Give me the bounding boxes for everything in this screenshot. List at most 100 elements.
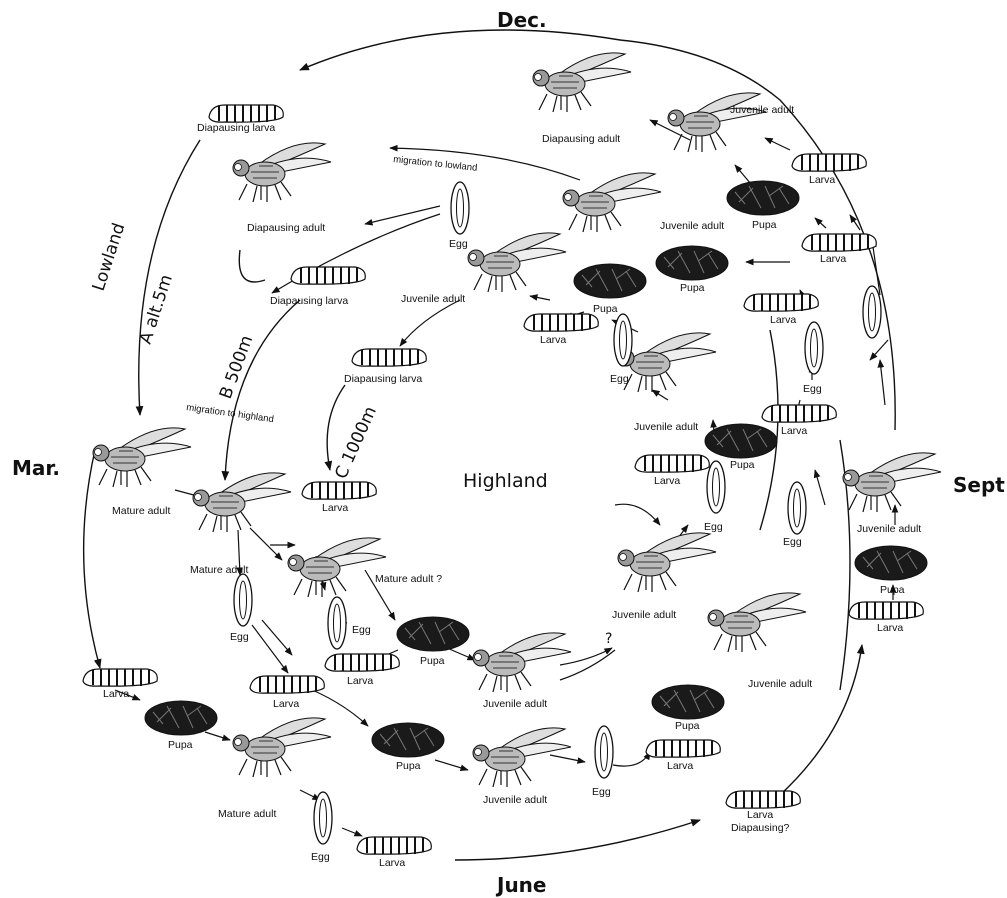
label-larva-sept: Larva: [877, 622, 903, 634]
pupa-inner-2: [705, 424, 777, 458]
egg-right-3: [788, 482, 806, 534]
note-migration-lowland: migration to lowland: [393, 154, 478, 174]
larva-right-2: [802, 234, 876, 251]
arrow: [615, 504, 660, 525]
fly-juvenile-adult-c: [468, 233, 566, 292]
arrow: [815, 470, 825, 505]
fly-lowland-diapausing-adult: [233, 143, 331, 202]
label-pupa-right-low: Pupa: [675, 720, 700, 732]
label-diapausing-adult-dec: Diapausing adult: [542, 133, 620, 145]
pupa-mar: [145, 701, 217, 735]
label-egg-bottom: Egg: [592, 786, 611, 798]
label-larva-mid-1: Larva: [347, 675, 373, 687]
fly-mar-mature-adult: [93, 428, 191, 487]
label-pupa-inner-1: Pupa: [593, 303, 618, 315]
ring-c-inner-arc: [239, 250, 265, 282]
label-larva-right-top: Larva: [809, 174, 835, 186]
arrow: [652, 390, 668, 400]
larva-mid-1: [325, 654, 399, 671]
label-juvenile-adult-right: Juvenile adult: [612, 609, 676, 621]
label-diapausing-larva-b: Diapausing larva: [270, 295, 348, 307]
label-pupa-mar: Pupa: [168, 739, 193, 751]
fly-dec-juvenile-adult: [668, 93, 766, 152]
egg-bottom: [595, 726, 613, 778]
egg-mature-q: [328, 597, 346, 649]
arrow: [400, 300, 460, 346]
arrow: [262, 620, 292, 655]
fly-juvenile-adult-bottom: [473, 728, 571, 787]
label-egg-mature-q: Egg: [352, 624, 371, 636]
label-egg-mature-b: Egg: [230, 631, 249, 643]
fly-juvenile-adult-mid: [618, 333, 716, 392]
label-larva-right-3: Larva: [770, 314, 796, 326]
month-sept: Sept: [953, 473, 1005, 497]
label-mature-adult-lowland: Mature adult: [218, 808, 276, 820]
label-egg-right-3: Egg: [783, 536, 802, 548]
month-dec: Dec.: [497, 8, 547, 32]
arrow: [560, 650, 615, 680]
larva-inner-1: [524, 314, 598, 331]
egg-right-top: [863, 286, 881, 338]
fly-mature-adult-q: [288, 538, 386, 597]
label-larva-right-4: Larva: [781, 425, 807, 437]
ring-a-right-arc: [780, 645, 862, 795]
label-pupa-mid-2: Pupa: [396, 760, 421, 772]
note-question: ?: [605, 631, 612, 647]
arrow: [342, 828, 362, 836]
egg-lowland-migration: [451, 182, 469, 234]
fly-mature-adult-b: [193, 473, 291, 532]
label-juvenile-adult-sept: Juvenile adult: [857, 523, 921, 535]
label-egg-inner-2: Egg: [704, 521, 723, 533]
label-diapausing-larva-c: Diapausing larva: [344, 373, 422, 385]
ring-a-arc: [300, 30, 620, 70]
arrow: [250, 528, 282, 560]
fly-dec-diapausing-adult: [533, 53, 631, 112]
ring-a-down-arc: [84, 450, 100, 668]
label-pupa-right-2: Pupa: [680, 282, 705, 294]
label-juvenile-adult-june: Juvenile adult: [483, 698, 547, 710]
label-mature-adult-b: Mature adult: [190, 564, 248, 576]
arrow: [815, 218, 826, 228]
pupa-right-2: [656, 246, 728, 280]
larva-inner-2: [635, 455, 709, 472]
larva-diapausing-c: [352, 349, 426, 366]
egg-lowland-bottom: [314, 792, 332, 844]
label-larva-diapausing-june: Larva: [747, 809, 773, 821]
arrow: [550, 755, 585, 762]
label-egg-lowland-bottom: Egg: [311, 851, 330, 863]
label-pupa-right-top: Pupa: [752, 219, 777, 231]
arrow: [870, 340, 888, 360]
label-larva-mid-2: Larva: [273, 698, 299, 710]
larva-sept: [849, 602, 923, 619]
fly-juvenile-adult-b: [563, 173, 661, 232]
label-larva-bottom-1: Larva: [379, 857, 405, 869]
label-mature-adult-mar: Mature adult: [112, 505, 170, 517]
lowland-label: Lowland: [89, 221, 130, 294]
highland-label: Highland: [463, 470, 548, 492]
label-pupa-mid-1: Pupa: [420, 655, 445, 667]
ring-a-bottom-arc: [455, 820, 700, 860]
label-egg-migration: Egg: [449, 238, 468, 250]
month-june: June: [495, 873, 546, 897]
larva-diapausing-june: [726, 791, 800, 808]
label-diapausing-adult-lowland: Diapausing adult: [247, 222, 325, 234]
note-migration-highland: migration to highland: [186, 402, 275, 425]
fly-juvenile-adult-low-right: [708, 593, 806, 652]
larva-bottom-right: [646, 740, 720, 757]
altitude-c-label: C 1000m: [331, 403, 381, 482]
label-egg-inner-1: Egg: [610, 373, 629, 385]
label-diapausing-q: Diapausing?: [731, 822, 790, 834]
larva-diapausing-b: [291, 267, 365, 284]
larva-mid-2: [250, 676, 324, 693]
label-juvenile-adult-mid: Juvenile adult: [634, 421, 698, 433]
arrow: [205, 732, 230, 740]
egg-mature-b: [234, 574, 252, 626]
larva-right-3: [744, 294, 818, 311]
larva-right-4: [762, 405, 836, 422]
label-larva-inner-2: Larva: [654, 475, 680, 487]
label-juvenile-adult-low-right: Juvenile adult: [748, 678, 812, 690]
pupa-sept: [855, 546, 927, 580]
egg-inner-1: [614, 314, 632, 366]
egg-inner-2: [707, 461, 725, 513]
